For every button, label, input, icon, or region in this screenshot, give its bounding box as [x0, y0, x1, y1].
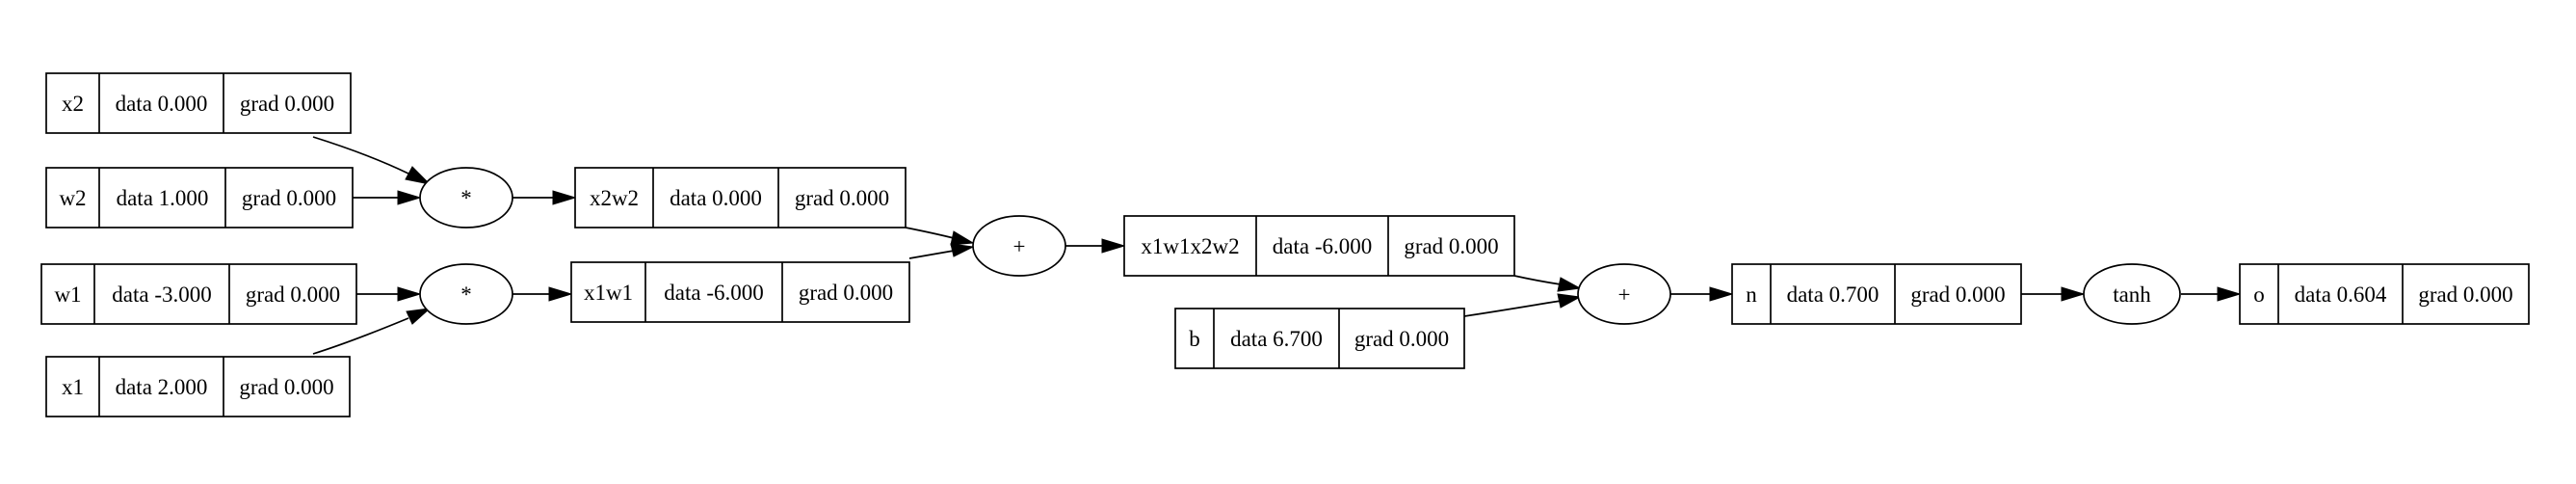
arrowhead	[397, 190, 422, 205]
arrowhead	[1709, 286, 1734, 302]
node-label: b	[1189, 327, 1200, 351]
edge-x1w1-to-add	[908, 250, 955, 259]
node-grad: grad 0.000	[795, 186, 889, 210]
arrowhead	[406, 308, 432, 325]
arrowhead	[1101, 238, 1126, 254]
arrowhead	[1557, 293, 1582, 309]
arrowhead	[548, 286, 573, 302]
node-data: data 0.604	[2295, 282, 2387, 307]
node-label: x1w1x2w2	[1141, 234, 1239, 258]
arrowhead	[552, 190, 577, 205]
edge-x2-to-mul	[312, 136, 409, 175]
arrowhead	[950, 243, 975, 257]
node-label: x1	[62, 375, 84, 399]
node-data: data -6.000	[1273, 234, 1372, 258]
op-label: +	[1618, 282, 1631, 307]
value-node-w2: w2 data 1.000 grad 0.000	[45, 167, 354, 229]
op-node-add-x1w1x2w2: +	[972, 215, 1066, 277]
node-label: w1	[54, 282, 81, 307]
node-label: w2	[59, 186, 86, 210]
value-node-x1w1: x1w1 data -6.000 grad 0.000	[570, 261, 910, 323]
node-grad: grad 0.000	[799, 281, 893, 305]
node-data: data 6.700	[1230, 327, 1323, 351]
node-data: data 1.000	[117, 186, 209, 210]
node-grad: grad 0.000	[242, 186, 336, 210]
node-label: o	[2253, 282, 2265, 307]
node-data: data 0.000	[116, 92, 208, 116]
arrowhead	[950, 230, 975, 246]
node-grad: grad 0.000	[2418, 282, 2512, 307]
node-data: data 0.700	[1787, 282, 1879, 307]
edge-x2w2-to-add	[905, 227, 955, 239]
node-grad: grad 0.000	[240, 92, 334, 116]
value-node-x1w1x2w2: x1w1x2w2 data -6.000 grad 0.000	[1123, 215, 1515, 277]
node-grad: grad 0.000	[1404, 234, 1498, 258]
op-label: +	[1013, 234, 1026, 258]
node-label: x2w2	[590, 186, 639, 210]
node-data: data 0.000	[670, 186, 762, 210]
op-label: *	[460, 282, 472, 307]
node-data: data 2.000	[116, 375, 208, 399]
value-node-n: n data 0.700 grad 0.000	[1731, 263, 2022, 325]
op-node-mul-x1w1: *	[419, 263, 513, 325]
op-node-add-n: +	[1577, 263, 1671, 325]
node-data: data -3.000	[112, 282, 211, 307]
value-node-w1: w1 data -3.000 grad 0.000	[40, 263, 357, 325]
node-grad: grad 0.000	[1910, 282, 2005, 307]
node-label: n	[1746, 282, 1757, 307]
node-data: data -6.000	[664, 281, 763, 305]
node-label: x2	[62, 92, 84, 116]
value-node-b: b data 6.700 grad 0.000	[1174, 308, 1465, 369]
arrowhead	[2217, 286, 2242, 302]
op-node-mul-x2w2: *	[419, 167, 513, 229]
value-node-x2w2: x2w2 data 0.000 grad 0.000	[574, 167, 907, 229]
edge-b-to-add	[1463, 300, 1562, 317]
node-grad: grad 0.000	[1354, 327, 1449, 351]
arrowhead	[405, 166, 432, 185]
arrowhead	[1557, 277, 1582, 292]
edge-x1-to-mul	[312, 317, 409, 355]
value-node-x1: x1 data 2.000 grad 0.000	[45, 356, 351, 417]
value-node-x2: x2 data 0.000 grad 0.000	[45, 72, 352, 134]
edges	[312, 136, 2242, 355]
node-grad: grad 0.000	[239, 375, 333, 399]
node-label: x1w1	[584, 281, 633, 305]
node-grad: grad 0.000	[246, 282, 340, 307]
arrowhead	[397, 286, 422, 302]
edge-x1w1x2w2-to-add	[1513, 275, 1562, 285]
op-label: *	[460, 186, 472, 210]
op-node-tanh: tanh	[2083, 263, 2181, 325]
op-label: tanh	[2113, 282, 2151, 307]
arrowhead	[2061, 286, 2086, 302]
value-node-o: o data 0.604 grad 0.000	[2239, 263, 2530, 325]
